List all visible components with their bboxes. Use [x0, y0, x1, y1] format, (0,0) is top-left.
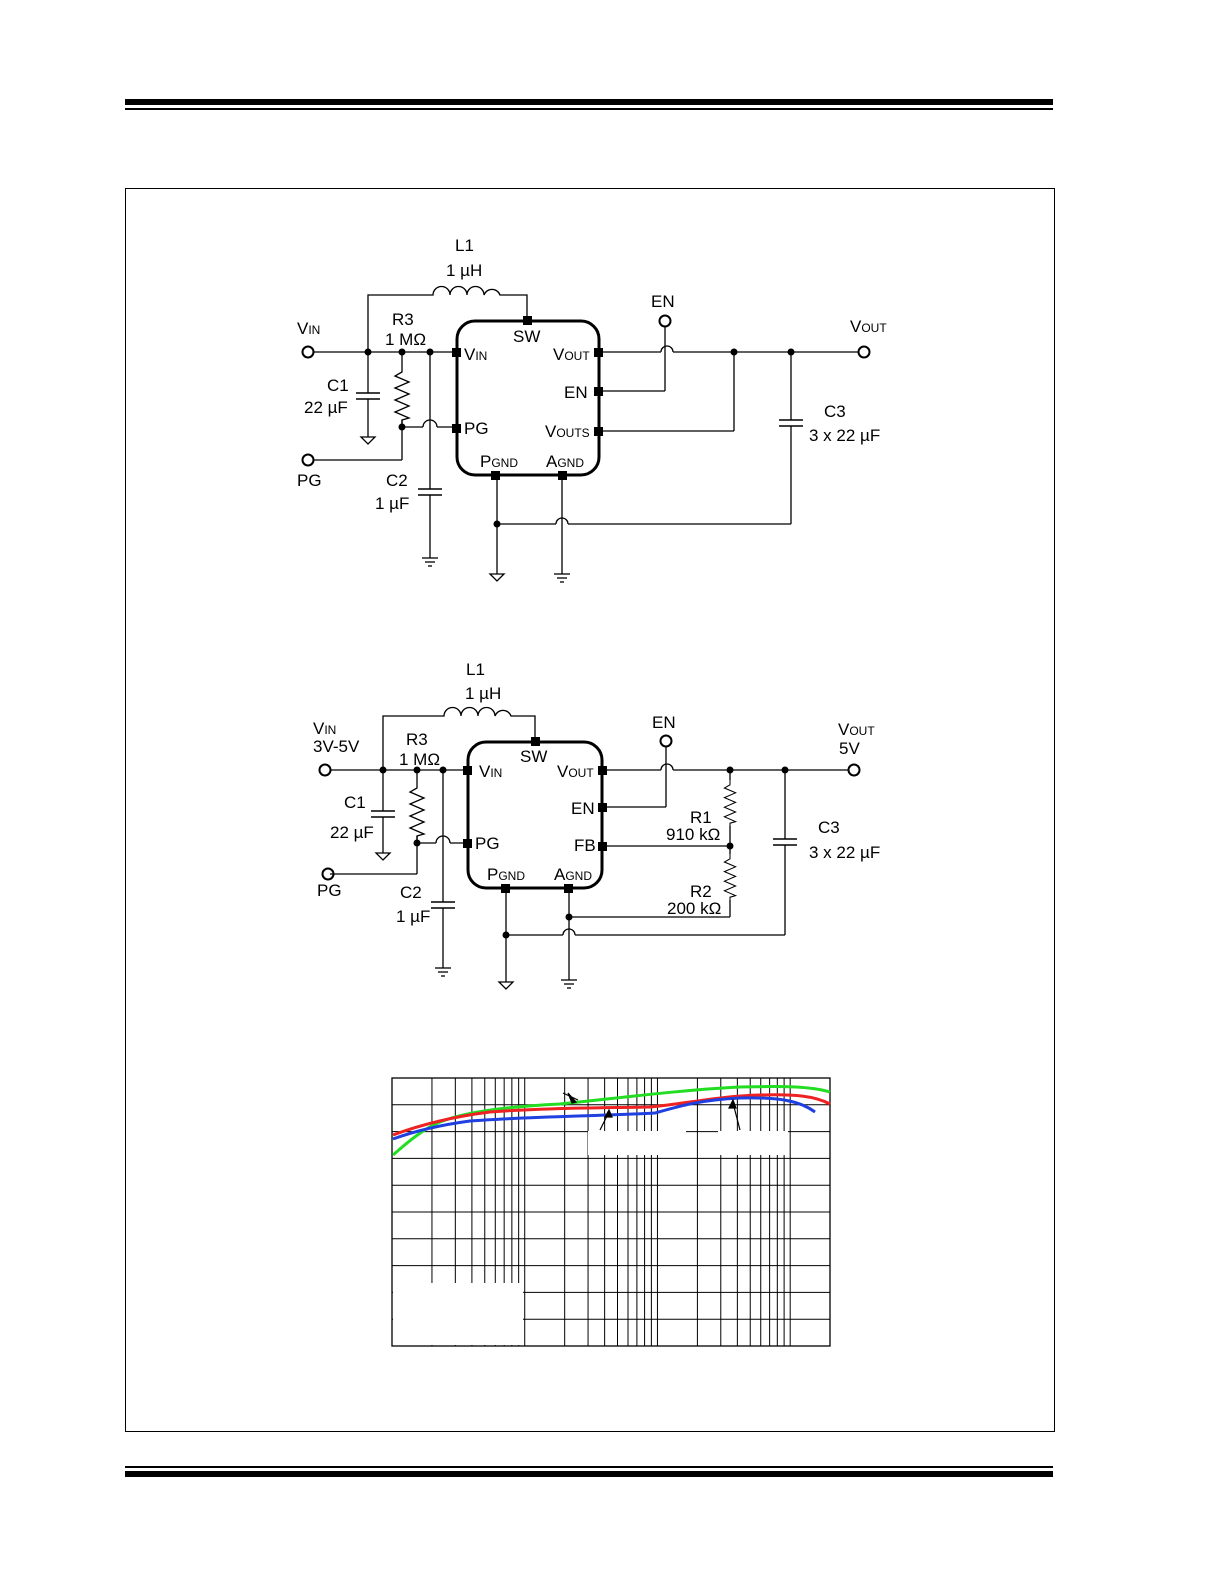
schematic-2-labels: L1 1 µH VIN 3V-5V R3 1 MΩ C1 22 µF PG C2…: [313, 660, 880, 926]
r1-ref: R1: [690, 808, 712, 827]
ground-pgnd: [488, 573, 506, 582]
r2-ref: R2: [690, 882, 712, 901]
vout-terminal: [857, 345, 871, 359]
pin-vouts: VOUTS: [545, 422, 590, 441]
en-terminal: [659, 734, 673, 748]
junction-dots: [364, 348, 795, 528]
schematic-1: [301, 285, 871, 583]
chart-series-red: [392, 1093, 831, 1137]
pin-agnd: AGND: [546, 452, 584, 471]
vin-terminal: [301, 345, 315, 359]
en-terminal: [658, 314, 672, 328]
c2-ref: C2: [400, 883, 422, 902]
schematic-2: [318, 706, 861, 990]
chart-annotation-arrows: [562, 1092, 741, 1131]
c3-value: 3 x 22 µF: [809, 843, 880, 862]
c2-value: 1 µF: [375, 494, 409, 513]
l1-ref: L1: [466, 660, 485, 679]
footer-rule-thin: [125, 1466, 1053, 1468]
r3-value: 1 MΩ: [385, 330, 426, 349]
ic-pins: [463, 737, 607, 893]
c1-value: 22 µF: [330, 823, 374, 842]
pin-sw: SW: [513, 327, 540, 346]
pin-en: EN: [571, 799, 595, 818]
pin-vin: VIN: [479, 762, 502, 781]
pin-pg: PG: [475, 834, 500, 853]
r3-ref: R3: [392, 310, 414, 329]
chart-annotation-box-2: [718, 1131, 788, 1155]
c1-value: 22 µF: [304, 398, 348, 417]
r2-value: 200 kΩ: [667, 899, 721, 918]
pin-pg: PG: [464, 419, 489, 438]
ground-agnd: [561, 979, 577, 989]
figure-frame: [125, 188, 1055, 1432]
vin-terminal: [318, 763, 332, 777]
r1-value: 910 kΩ: [666, 825, 720, 844]
header-rule-thick: [125, 99, 1053, 105]
pg-terminal: [321, 867, 335, 881]
pin-sw: SW: [520, 747, 547, 766]
ic-pins: [452, 316, 603, 480]
en-label: EN: [651, 292, 675, 311]
schematic-1-labels: L1 1 µH VIN R3 1 MΩ C1 22 µF PG C2 1 µF …: [297, 236, 887, 513]
chart-series-blue: [392, 1096, 816, 1141]
pg-label: PG: [297, 471, 322, 490]
c1-ref: C1: [344, 793, 366, 812]
header-rule-thin: [125, 108, 1053, 110]
pin-vin: VIN: [464, 345, 487, 364]
pin-en: EN: [564, 383, 588, 402]
ground-c2: [422, 557, 438, 567]
inductor-l1: [367, 285, 528, 352]
junction-dots: [379, 766, 789, 939]
ground-pgnd: [497, 981, 515, 990]
vout-label: VOUT: [838, 720, 875, 739]
l1-value: 1 µH: [446, 261, 482, 280]
pin-pgnd: PGND: [487, 865, 525, 884]
l1-ref: L1: [455, 236, 474, 255]
chart-annotation-box: [588, 1131, 686, 1155]
c2-value: 1 µF: [396, 907, 430, 926]
r3-ref: R3: [406, 730, 428, 749]
c2-ref: C2: [386, 471, 408, 490]
ground-agnd: [554, 573, 570, 583]
c3-ref: C3: [818, 818, 840, 837]
chart-legend-box: [393, 1283, 523, 1345]
inductor-l1: [382, 706, 536, 770]
efficiency-chart: [391, 1077, 831, 1347]
vout-terminal: [847, 763, 861, 777]
pin-agnd: AGND: [554, 865, 592, 884]
footer-rule-thick: [125, 1471, 1053, 1477]
en-label: EN: [652, 713, 676, 732]
vin-range: 3V-5V: [313, 737, 360, 756]
pin-fb: FB: [574, 836, 596, 855]
l1-value: 1 µH: [465, 684, 501, 703]
pin-pgnd: PGND: [480, 452, 518, 471]
pin-vout: VOUT: [553, 345, 590, 364]
vout-value: 5V: [839, 739, 860, 758]
vin-label: VIN: [313, 719, 336, 738]
r3-value: 1 MΩ: [399, 750, 440, 769]
pg-terminal: [301, 453, 315, 467]
pin-vout: VOUT: [557, 762, 594, 781]
ground-c1: [374, 852, 392, 861]
pg-label: PG: [317, 881, 342, 900]
c3-value: 3 x 22 µF: [809, 426, 880, 445]
c1-ref: C1: [327, 376, 349, 395]
ground-c2: [435, 967, 451, 977]
vout-label: VOUT: [850, 317, 887, 336]
ground-c1: [359, 436, 377, 445]
vin-label: VIN: [297, 319, 320, 338]
c3-ref: C3: [824, 402, 846, 421]
